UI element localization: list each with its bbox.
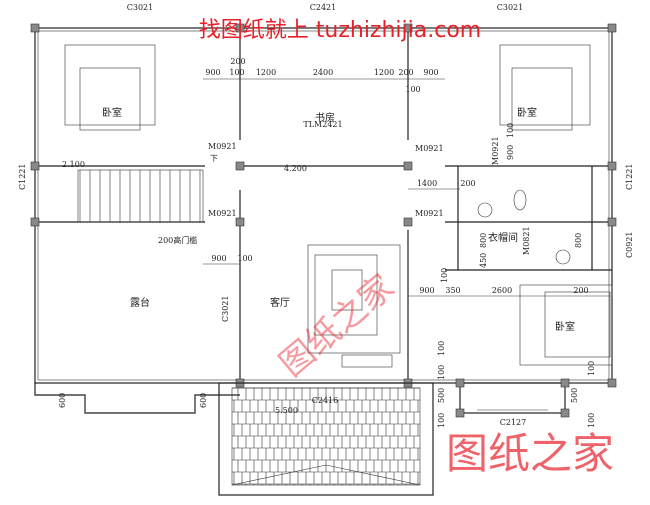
door-label: M0921 xyxy=(491,136,500,165)
window-label: C3021 xyxy=(497,3,523,12)
watermark-top: 找图纸就上 tuzhizhijia.com xyxy=(199,18,481,43)
window-label: C3021 xyxy=(127,3,153,12)
window-label: C1221 xyxy=(18,164,27,190)
watermark-bottom: 图纸之家 xyxy=(446,429,614,478)
window-label: C3021 xyxy=(221,296,230,322)
dimension: 800 xyxy=(479,233,488,248)
window-label: C1221 xyxy=(625,164,634,190)
roof-tiles xyxy=(218,382,434,496)
elevation-label: 4.200 xyxy=(284,164,307,173)
dimension: 2400 xyxy=(313,68,333,77)
door-label: M0921 xyxy=(415,209,444,218)
dimension: 200 xyxy=(573,286,588,295)
dimension: 900 xyxy=(419,286,434,295)
dimension: 100 xyxy=(237,254,252,263)
dimension: 2600 xyxy=(492,286,512,295)
window-label: C2416 xyxy=(312,396,338,405)
dimension: 100 xyxy=(437,365,446,380)
room-bedroom: 卧室 xyxy=(517,106,537,119)
furniture xyxy=(64,44,613,368)
dimension: 900 xyxy=(211,254,226,263)
dimension: 1400 xyxy=(417,179,437,188)
dimension: 900 xyxy=(205,68,220,77)
dimension: 1200 xyxy=(256,68,276,77)
door-label: M0921 xyxy=(208,142,237,151)
dimension: 600 xyxy=(199,393,208,408)
dimension: 500 xyxy=(437,388,446,403)
staircase xyxy=(77,169,204,223)
dimension: 100 xyxy=(405,85,420,94)
dimension: 900 xyxy=(423,68,438,77)
dimension: 100 xyxy=(506,123,515,138)
dimension: 200 xyxy=(460,179,475,188)
window-label: C2421 xyxy=(310,3,336,12)
room-bedroom: 卧室 xyxy=(102,106,122,119)
door-label: M0921 xyxy=(415,144,444,153)
dimension: 200 xyxy=(398,68,413,77)
dimension: 1200 xyxy=(374,68,394,77)
window-label: C0921 xyxy=(625,232,634,258)
dimension: 100 xyxy=(587,361,596,376)
room-closet: 衣帽间 xyxy=(488,231,518,244)
dimension: 100 xyxy=(229,68,244,77)
dimension: 100 xyxy=(437,341,446,356)
dimension: 900 xyxy=(506,145,515,160)
door-label: M0921 xyxy=(208,209,237,218)
dimension: 600 xyxy=(58,393,67,408)
room-bedroom: 卧室 xyxy=(555,320,575,333)
dimension: 800 xyxy=(574,233,583,248)
elevation-label: 5.500 xyxy=(275,406,298,415)
dimension: 450 xyxy=(479,253,488,268)
room-terrace: 露台 xyxy=(130,296,150,309)
elevation-label: 2.100 xyxy=(62,160,85,169)
dimension: 500 xyxy=(570,388,579,403)
threshold-note: 200高门槛 xyxy=(158,235,197,245)
window-label: C2127 xyxy=(500,418,526,427)
dimension: 100 xyxy=(587,413,596,428)
room-living: 客厅 xyxy=(270,296,290,309)
dimension: 200 xyxy=(230,57,245,66)
dimension: 100 xyxy=(440,268,449,283)
door-label: TLM2421 xyxy=(303,120,342,129)
dimension: 350 xyxy=(445,286,460,295)
room-study: 书房 xyxy=(315,111,335,124)
stair-down-label: 下 xyxy=(210,154,218,163)
door-label: M0821 xyxy=(522,226,531,255)
dimension: 100 xyxy=(437,413,446,428)
